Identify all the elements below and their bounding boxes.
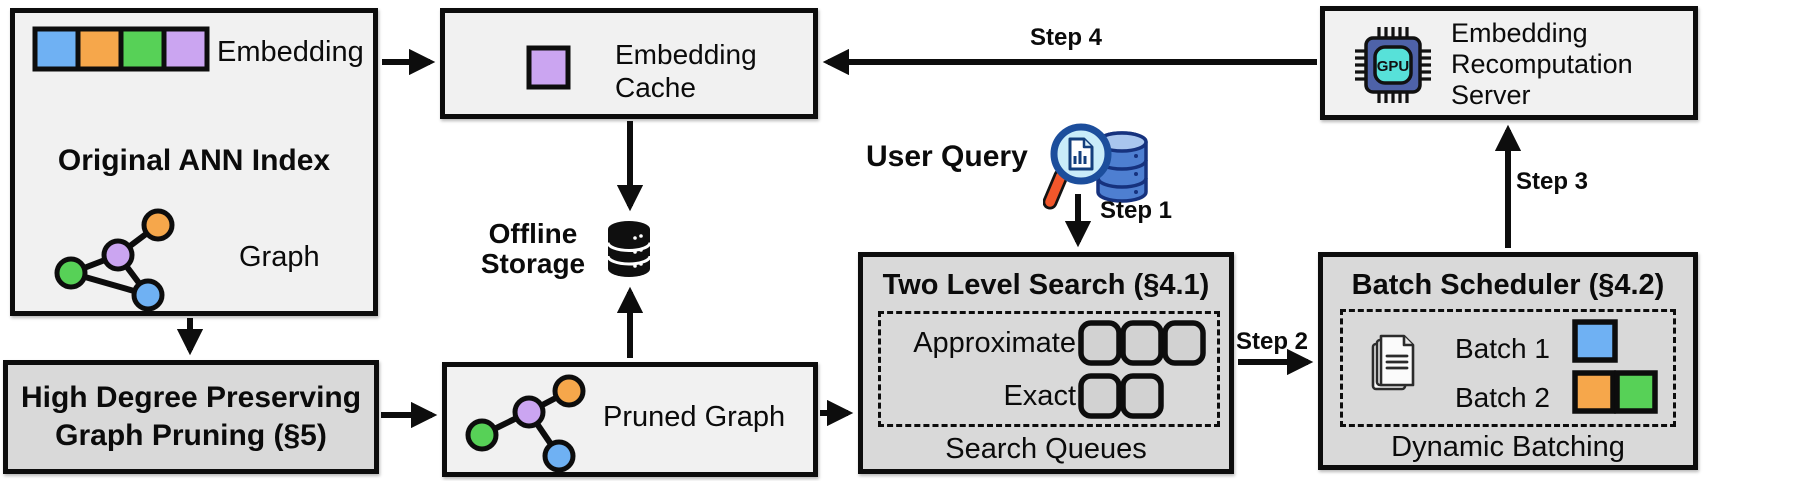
graph-label: Graph <box>239 241 320 273</box>
user-query-search-icon <box>1043 123 1148 210</box>
graph-pruning-box: High Degree Preserving Graph Pruning (§5… <box>3 360 379 474</box>
gpu-chip-icon: GPU <box>1355 27 1431 103</box>
approximate-queue-label: Approximate <box>913 327 1076 359</box>
search-queues-caption: Search Queues <box>945 433 1147 465</box>
embedding-label: Embedding <box>217 36 364 68</box>
dynamic-batching-caption: Dynamic Batching <box>1391 431 1625 463</box>
graph-pruning-title: High Degree Preserving Graph Pruning (§5… <box>20 381 362 452</box>
ann-index-title: Original ANN Index <box>57 144 331 177</box>
embedding-vector-icon <box>32 26 210 72</box>
exact-queue-label: Exact <box>1003 380 1076 412</box>
pruned-graph-label: Pruned Graph <box>603 401 786 433</box>
step-4-label: Step 4 <box>1029 24 1103 51</box>
batch-scheduler-box: Batch Scheduler (§4.2) Batch 1 Batch 2 <box>1318 252 1698 470</box>
pruned-graph-box: Pruned Graph <box>442 362 818 477</box>
step-3-label: Step 3 <box>1516 168 1589 195</box>
gpu-chip-text: GPU <box>1377 58 1410 75</box>
exact-queue-slots-icon <box>1078 373 1164 419</box>
batch-scheduler-title: Batch Scheduler (§4.2) <box>1351 269 1665 301</box>
embedding-cache-box: Embedding Cache <box>440 8 818 119</box>
two-level-search-box: Two Level Search (§4.1) Approximate Exac… <box>858 252 1234 474</box>
graph-icon <box>54 208 175 312</box>
recomputation-server-label: Embedding Recomputation Server <box>1451 18 1633 110</box>
step-1-label: Step 1 <box>1100 197 1173 224</box>
search-queues-panel: Approximate Exact <box>878 311 1220 427</box>
user-query-label: User Query <box>866 140 1028 173</box>
dynamic-batching-panel: Batch 1 Batch 2 <box>1340 309 1676 427</box>
batch-2-label: Batch 2 <box>1455 382 1550 413</box>
offline-storage-label: Offline Storage <box>480 218 586 279</box>
approximate-queue-slots-icon <box>1078 320 1206 366</box>
query-documents-icon <box>1371 334 1415 391</box>
cached-embedding-icon <box>526 45 571 90</box>
batch-1-label: Batch 1 <box>1455 333 1550 364</box>
batch-2-embeddings-icon <box>1572 370 1658 414</box>
pruned-graph-icon <box>465 374 586 473</box>
batch-1-embedding-icon <box>1572 319 1618 363</box>
recomputation-server-box: GPU Embedding Recomputation Server <box>1320 6 1698 120</box>
embedding-cache-label: Embedding Cache <box>615 39 757 103</box>
step-2-label: Step 2 <box>1236 328 1309 355</box>
offline-storage-database-icon <box>606 221 652 277</box>
two-level-search-title: Two Level Search (§4.1) <box>882 269 1210 301</box>
original-ann-index-box: Embedding Original ANN Index Graph <box>10 8 378 316</box>
